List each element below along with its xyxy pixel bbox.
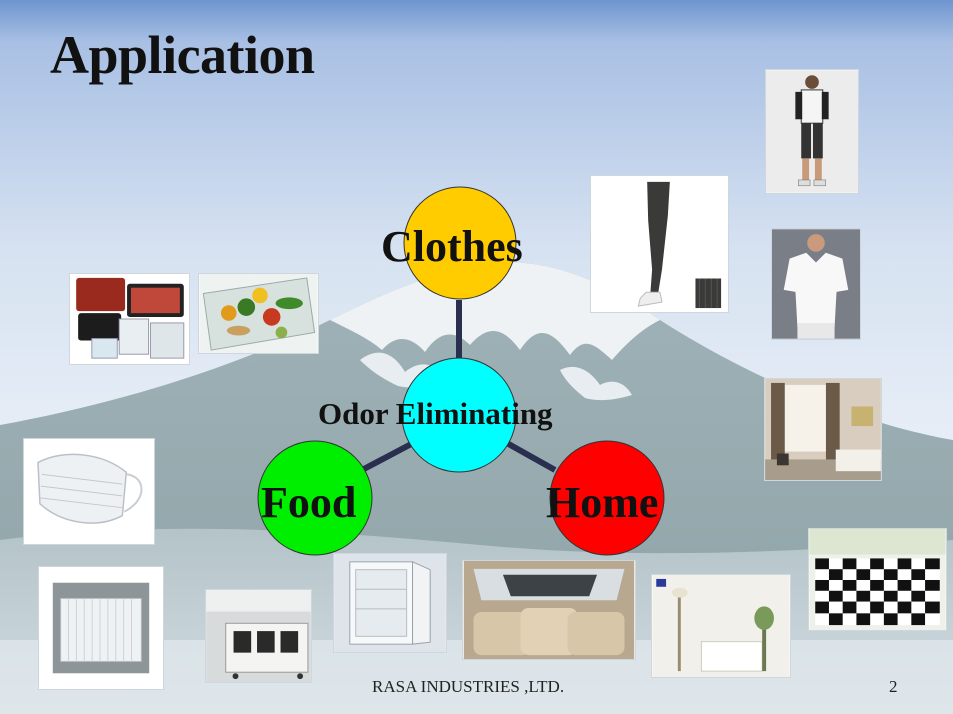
sportswear-photo [765, 69, 859, 194]
refrigerator-photo [333, 553, 447, 653]
home-label: Home [546, 478, 659, 527]
wallpaper-room-image [652, 575, 790, 677]
connector-home [503, 439, 557, 473]
car-interior-photo [462, 560, 636, 660]
car-interior-image [463, 561, 635, 659]
bedroom-curtains-photo [764, 378, 882, 481]
leggings-photo [590, 175, 729, 313]
clothes-node [403, 186, 517, 300]
food-label: Food [261, 478, 357, 527]
face-mask-photo [23, 438, 155, 545]
trash-bins-photo [205, 589, 312, 683]
face-mask-image [24, 439, 154, 544]
footer-company: RASA INDUSTRIES ,LTD. [372, 677, 565, 696]
refrigerator-image [334, 554, 446, 652]
wallpaper-room-photo [651, 574, 791, 678]
odor-eliminating-node [401, 357, 517, 473]
filter-cloth-image [39, 567, 163, 689]
vegetables-image [199, 274, 318, 353]
home-node [549, 440, 665, 556]
connector-food [360, 439, 417, 473]
bedroom-image [765, 379, 881, 480]
undershirt-image [772, 229, 860, 339]
leggings-image [591, 176, 728, 312]
slide-title: Application [50, 25, 315, 85]
odor-eliminating-label: Odor Eliminating [318, 396, 553, 431]
filter-cloth-photo [38, 566, 164, 690]
undershirt-photo [771, 228, 861, 340]
page-number: 2 [889, 677, 898, 696]
food-trays-photo [69, 273, 190, 365]
clothes-label: Clothes [381, 222, 523, 271]
food-node [257, 440, 373, 556]
trash-bins-image [206, 590, 311, 682]
vegetables-container-photo [198, 273, 319, 354]
checkered-carpet-photo [808, 528, 947, 631]
food-trays-image [70, 274, 189, 364]
sportswear-image [766, 70, 858, 193]
carpet-image [809, 529, 946, 630]
